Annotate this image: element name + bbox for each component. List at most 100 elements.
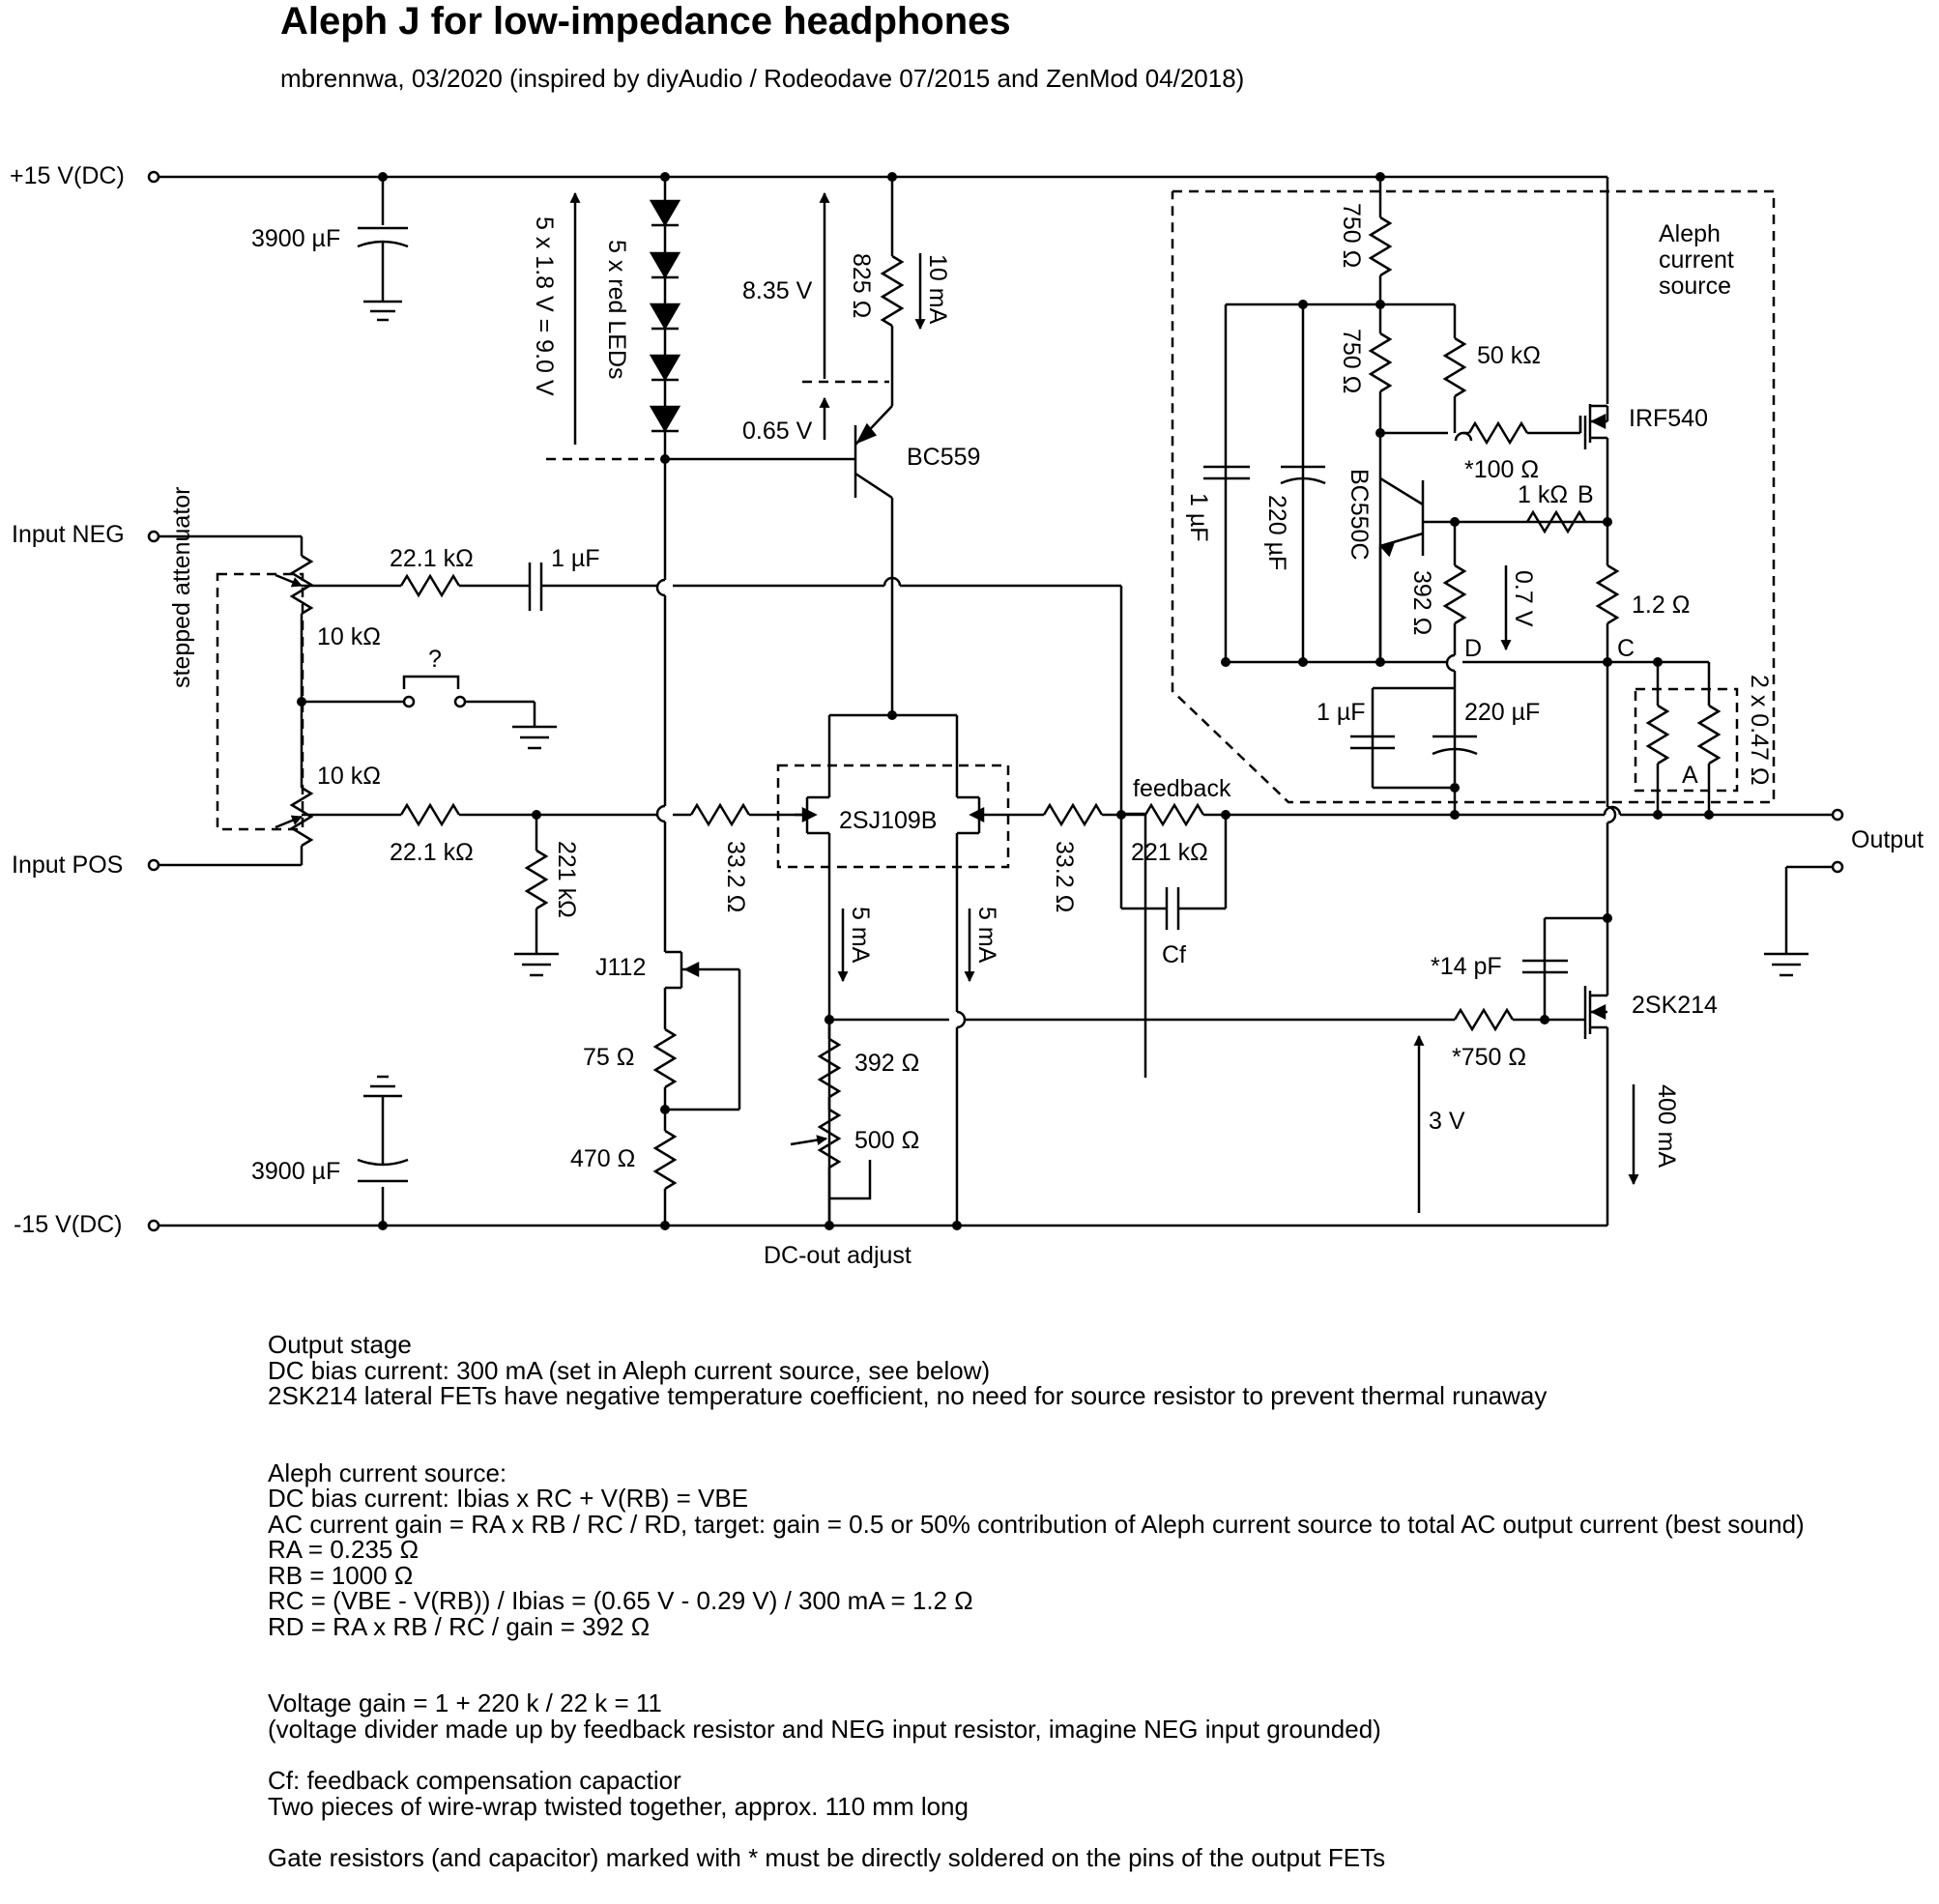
- label-r1k: 1 kΩ: [1518, 481, 1568, 508]
- note-line: Output stage: [268, 1330, 412, 1359]
- label-r-gate-left: 33.2 Ω: [722, 841, 749, 912]
- label-i-left: 5 mA: [847, 907, 874, 964]
- note-line: DC bias current: 300 mA (set in Aleph cu…: [268, 1355, 991, 1385]
- note-line: RD = RA x RB / RC / gain = 392 Ω: [268, 1611, 651, 1641]
- supply-capacitor-bottom: [357, 1075, 409, 1226]
- note-line: Gate resistors (and capacitor) marked wi…: [268, 1843, 1386, 1872]
- label-r75: 75 Ω: [583, 1044, 634, 1071]
- label-2sj109b: 2SJ109B: [839, 807, 937, 834]
- note-line: RA = 0.235 Ω: [268, 1535, 420, 1564]
- label-feedback-r: 221 kΩ: [1131, 839, 1208, 866]
- label-negative-rail: -15 V(DC): [14, 1211, 123, 1238]
- notes: Output stage DC bias current: 300 mA (se…: [268, 1332, 1805, 1871]
- label-r-pos: 22.1 kΩ: [390, 839, 474, 866]
- label-vbe: 0.65 V: [742, 418, 813, 445]
- led-string: [649, 177, 681, 459]
- label-output: Output: [1851, 826, 1924, 853]
- label-r750a: 750 Ω: [1338, 203, 1365, 268]
- notes-aleph: Aleph current source: DC bias current: I…: [268, 1457, 1805, 1641]
- label-v3: 3 V: [1429, 1108, 1465, 1135]
- label-cf: Cf: [1162, 941, 1186, 968]
- label-c220b: 220 µF: [1464, 699, 1540, 726]
- label-cap-top: 3900 µF: [251, 225, 340, 252]
- note-line: Two pieces of wire-wrap twisted together…: [268, 1791, 969, 1821]
- note-line: Cf: feedback compensation capactior: [268, 1766, 681, 1795]
- label-r-a: 2 x 0.47 Ω: [1746, 675, 1773, 786]
- note-line: AC current gain = RA x RB / RC / RD, tar…: [268, 1509, 1805, 1539]
- label-r-neg: 22.1 kΩ: [390, 545, 474, 572]
- note-line: Aleph current source:: [268, 1457, 507, 1487]
- notes-cf: Cf: feedback compensation capactior Two …: [268, 1768, 1805, 1819]
- label-node-d: D: [1464, 635, 1482, 662]
- note-line: RC = (VBE - V(RB)) / Ibias = (0.65 V - 0…: [268, 1586, 973, 1615]
- label-c1b: 1 µF: [1317, 699, 1366, 726]
- note-line: (voltage divider made up by feedback res…: [268, 1714, 1381, 1744]
- label-r-gate-right: 33.2 Ω: [1051, 841, 1078, 912]
- label-trim: 500 Ω: [854, 1127, 919, 1154]
- label-2sk214: 2SK214: [1632, 992, 1718, 1019]
- capacitor-1uf-aleph: [1203, 465, 1250, 480]
- label-j112: J112: [595, 954, 646, 981]
- label-r825: 825 Ω: [848, 253, 875, 318]
- label-dc-adjust: DC-out adjust: [764, 1242, 912, 1269]
- label-node-b: B: [1577, 481, 1594, 508]
- label-c1: 1 µF: [1185, 493, 1212, 542]
- label-400ma: 400 mA: [1653, 1084, 1680, 1168]
- label-r12: 1.2 Ω: [1632, 591, 1690, 619]
- jfet-2sj109b-left: [795, 715, 831, 1226]
- label-irf540: IRF540: [1629, 405, 1708, 432]
- label-vdrop: 8.35 V: [742, 277, 813, 304]
- label-r392-aleph: 392 Ω: [1408, 570, 1435, 635]
- transistor-bc559: [665, 405, 894, 715]
- label-cap-bottom: 3900 µF: [251, 1158, 340, 1185]
- label-aleph-1: Aleph: [1659, 220, 1721, 247]
- label-c220: 220 µF: [1263, 495, 1290, 570]
- note-line: 2SK214 lateral FETs have negative temper…: [268, 1381, 1548, 1410]
- note-line: DC bias current: Ibias x RC + V(RB) = VB…: [268, 1484, 749, 1513]
- schematic: +15 V(DC) -15 V(DC) Input NEG Input POS …: [10, 162, 1924, 1269]
- label-led-voltage: 5 x 1.8 V = 9.0 V: [531, 216, 558, 396]
- label-c-neg: 1 µF: [551, 545, 600, 572]
- note-line: RB = 1000 Ω: [268, 1560, 414, 1590]
- label-switch: ?: [428, 646, 442, 673]
- capacitor-220uf-bias: [1432, 735, 1478, 756]
- label-input-pos: Input POS: [12, 851, 123, 879]
- label-i-right: 5 mA: [973, 907, 1000, 964]
- label-node-a: A: [1682, 762, 1698, 789]
- resistor-825: [880, 177, 905, 406]
- label-aleph-3: source: [1659, 273, 1731, 300]
- label-led-string: 5 x red LEDs: [603, 240, 630, 380]
- label-r392-dc: 392 Ω: [854, 1050, 919, 1077]
- label-r-shunt: 221 kΩ: [553, 841, 580, 918]
- supply-capacitor-top: [357, 177, 409, 322]
- positive-rail: [147, 170, 1607, 184]
- jfet-2sj109b-right: [955, 715, 992, 1226]
- notes-gain: Voltage gain = 1 + 220 k / 22 k = 11 (vo…: [268, 1690, 1805, 1742]
- label-pot-bottom: 10 kΩ: [317, 763, 381, 790]
- label-feedback: feedback: [1133, 775, 1231, 802]
- label-v07: 0.7 V: [1510, 570, 1537, 627]
- label-node-c: C: [1617, 635, 1635, 662]
- label-positive-rail: +15 V(DC): [10, 162, 125, 189]
- label-stepped-attenuator: stepped attenuator: [168, 487, 195, 689]
- label-r750-gate: *750 Ω: [1452, 1044, 1526, 1071]
- page-title: Aleph J for low-impedance headphones: [280, 0, 1011, 43]
- label-cap14: *14 pF: [1431, 953, 1502, 980]
- notes-gate: Gate resistors (and capacitor) marked wi…: [268, 1845, 1805, 1871]
- label-input-neg: Input NEG: [12, 521, 125, 548]
- page-subtitle: mbrennwa, 03/2020 (inspired by diyAudio …: [280, 64, 1245, 93]
- label-bc550c: BC550C: [1346, 469, 1373, 561]
- label-r750b: 750 Ω: [1338, 329, 1365, 393]
- note-line: Voltage gain = 1 + 220 k / 22 k = 11: [268, 1688, 662, 1717]
- label-aleph-2: current: [1659, 246, 1734, 274]
- label-pot-top: 10 kΩ: [317, 623, 381, 650]
- label-10ma: 10 mA: [924, 254, 951, 325]
- label-r470: 470 Ω: [570, 1145, 635, 1172]
- label-r100: *100 Ω: [1464, 456, 1539, 483]
- capacitor-1uf-bias: [1350, 735, 1395, 750]
- negative-rail: [147, 1219, 1607, 1232]
- capacitor-220uf-aleph: [1280, 465, 1326, 485]
- notes-output-stage: Output stage DC bias current: 300 mA (se…: [268, 1332, 1805, 1409]
- label-r50k: 50 kΩ: [1477, 342, 1541, 369]
- label-bc559: BC559: [907, 444, 980, 471]
